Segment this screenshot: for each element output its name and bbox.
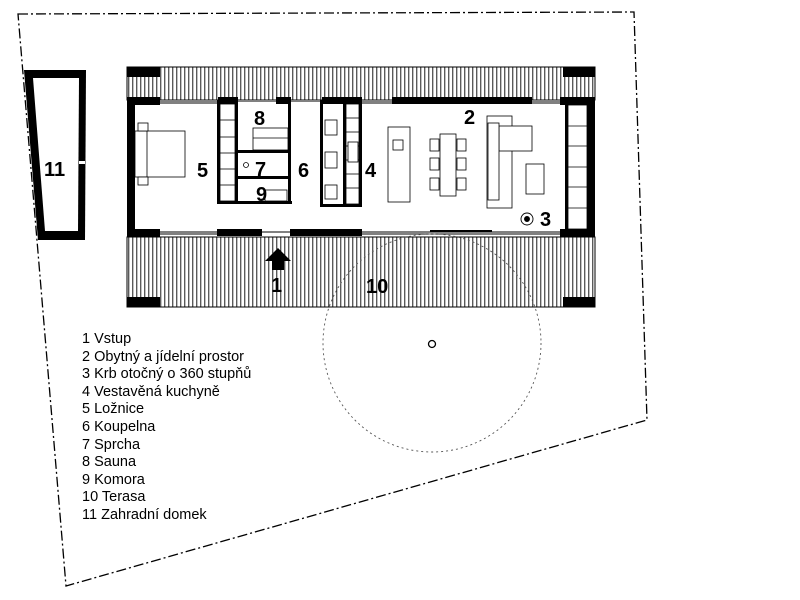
legend-item: 4 Vestavěná kuchyně (82, 383, 220, 400)
legend-item: 5 Ložnice (82, 401, 145, 418)
bed (134, 122, 186, 186)
corner-pillars (127, 67, 595, 307)
site-boundary (17, 11, 648, 587)
dining-table (429, 133, 467, 197)
room-label-7: 7 (255, 159, 266, 181)
sauna-bench (252, 127, 289, 151)
glazing (160, 100, 560, 235)
room-label-6: 6 (298, 160, 309, 182)
legend-item: 1 Vstup (82, 331, 132, 347)
room-label-5: 5 (197, 160, 208, 182)
garden-house (24, 70, 86, 240)
room-label-4: 4 (365, 160, 377, 182)
legend-item: 6 Koupelna (82, 418, 156, 435)
room-label-8: 8 (254, 108, 265, 130)
built-in-furniture (219, 103, 588, 230)
terrace-south (126, 236, 596, 308)
legend-item: 3 Krb otočný o 360 stupňů (82, 366, 252, 383)
bathroom-fixtures (243, 119, 359, 202)
walls (127, 97, 595, 237)
kitchen-island (387, 126, 411, 203)
legend-item: 2 Obytný a jídelní prostor (82, 348, 244, 365)
room-label-2: 2 (464, 107, 475, 129)
room-label-3: 3 (540, 209, 551, 231)
terrace-north (126, 66, 596, 101)
sofa (486, 115, 545, 209)
legend-item: 10 Terasa (82, 489, 146, 506)
room-legend: 1 Vstup 2 Obytný a jídelní prostor 3 Krb… (82, 331, 251, 525)
legend-item: 8 Sauna (82, 454, 137, 471)
room-label-9: 9 (256, 184, 267, 206)
tree (322, 233, 542, 453)
room-labels: 1 2 3 4 5 6 7 8 9 10 11 (44, 107, 551, 298)
room-label-10: 10 (366, 276, 388, 298)
legend-item: 7 Sprcha (82, 436, 141, 453)
fireplace-icon (520, 212, 534, 226)
legend-item: 11 Zahradní domek (82, 506, 207, 523)
entrance-arrow-icon (265, 248, 291, 270)
room-label-1: 1 (271, 275, 282, 297)
legend-item: 9 Komora (82, 471, 145, 488)
room-label-11: 11 (44, 159, 65, 181)
